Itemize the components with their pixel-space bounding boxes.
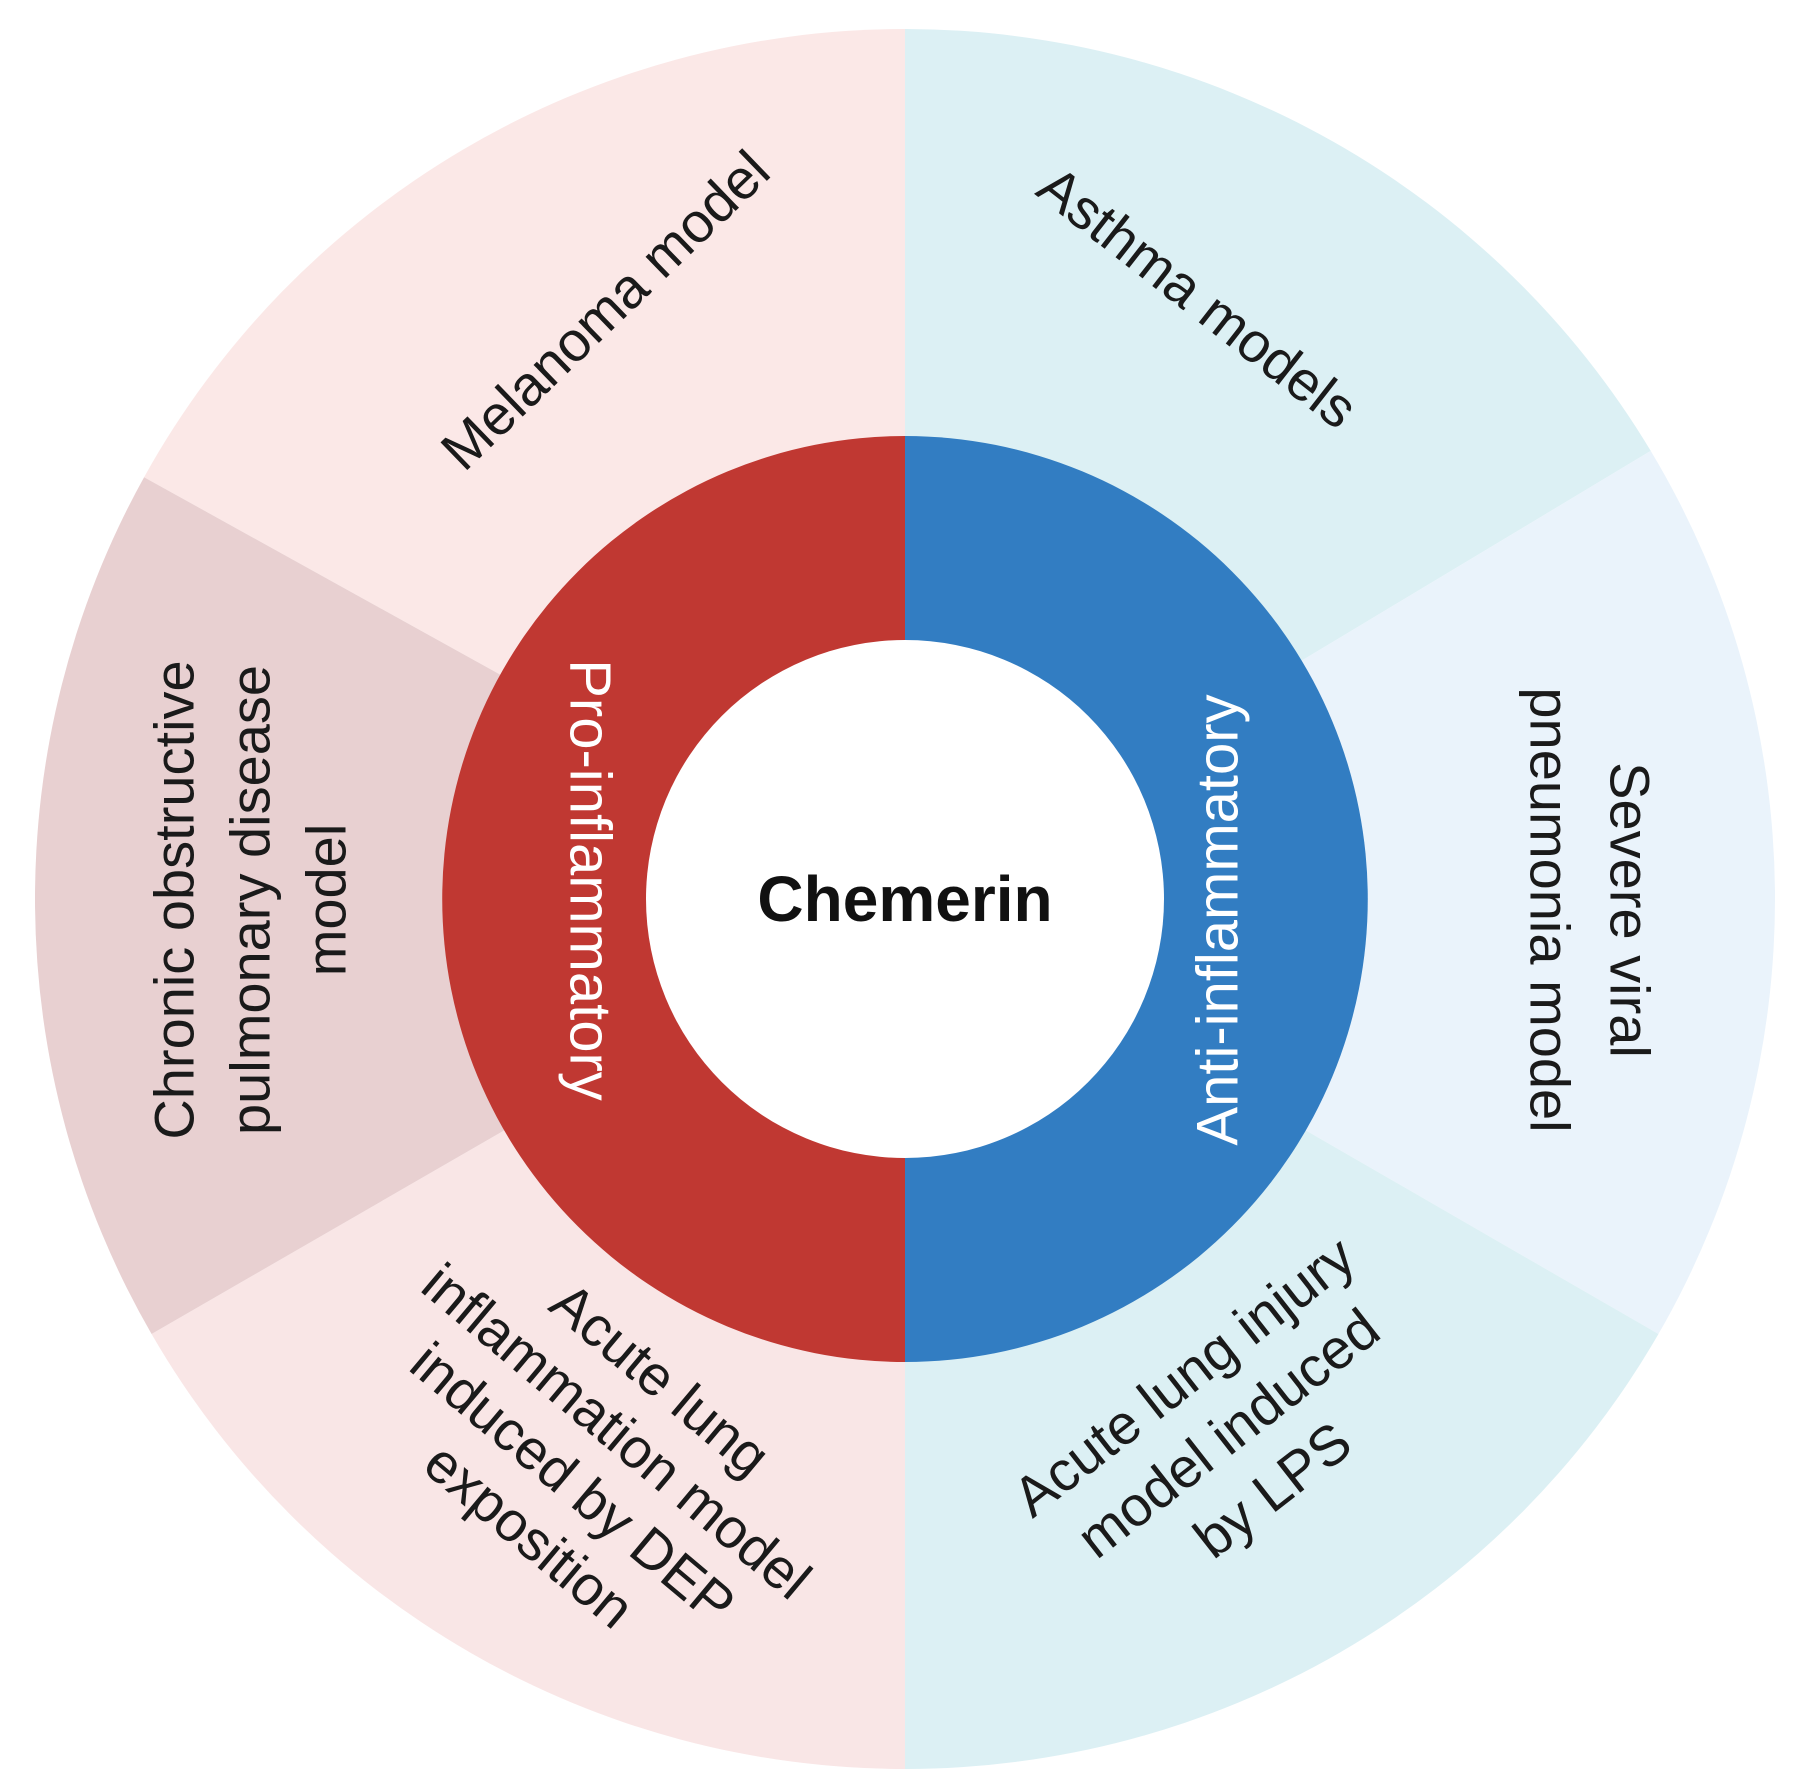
- segment-label-line: model: [295, 824, 358, 977]
- segment-label-line: Chronic obstructive: [143, 660, 206, 1139]
- segment-label-line: pulmonary disease: [219, 665, 282, 1135]
- segment-label-line: pneumonia model: [1519, 687, 1582, 1132]
- segment-label-line: Severe viral: [1599, 762, 1662, 1058]
- pro-inflammatory-label: Pro-inflammatory: [558, 659, 623, 1101]
- center-circle: [646, 640, 1164, 1158]
- anti-inflammatory-label: Anti-inflammatory: [1186, 694, 1251, 1145]
- segment-label-viral-pneumonia: Severe viral pneumonia model: [1519, 687, 1662, 1132]
- center-label: Chemerin: [757, 863, 1052, 935]
- segment-label-copd: Chronic obstructive pulmonary disease mo…: [143, 660, 358, 1139]
